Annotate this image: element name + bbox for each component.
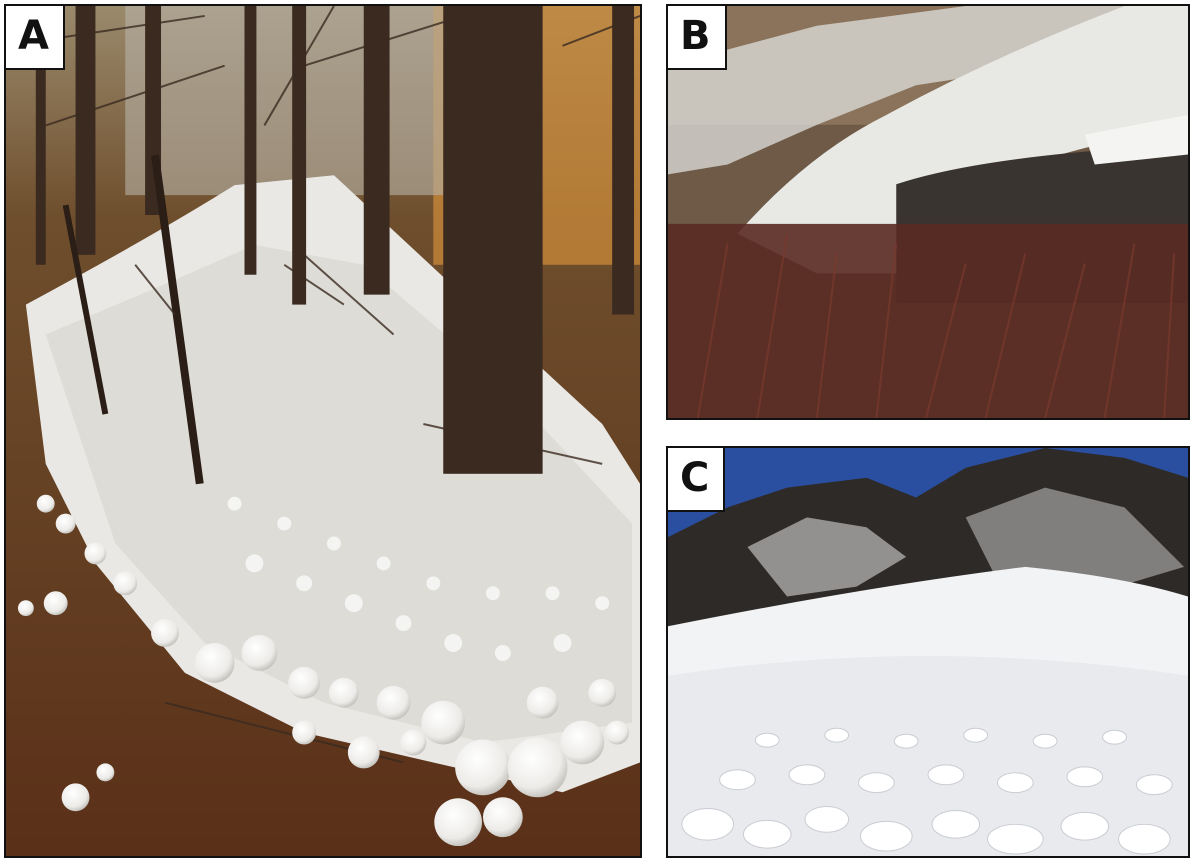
mountain-avalanche-debris-photo — [668, 448, 1188, 856]
panel-c-label: C — [668, 448, 726, 512]
panel-b-label: B — [668, 6, 727, 70]
panel-c-photo: C — [666, 446, 1190, 858]
valley-avalanche-deposit-photo — [668, 6, 1188, 418]
forest-snowball-avalanche-photo — [6, 6, 640, 856]
panel-b-photo: B — [666, 4, 1190, 420]
panel-a-photo: A — [4, 4, 642, 858]
panel-a-label: A — [6, 6, 65, 70]
